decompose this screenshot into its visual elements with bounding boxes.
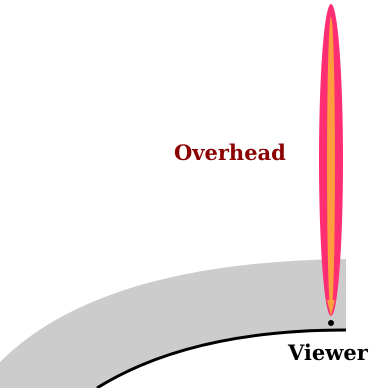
earth-surface-curve — [96, 328, 347, 388]
atmosphere-band — [0, 259, 346, 388]
viewer-point — [328, 320, 334, 326]
overhead-beam — [319, 4, 343, 316]
overhead-label: Overhead — [174, 140, 286, 165]
beam-inner — [327, 17, 335, 313]
beam-arrow-tip — [327, 300, 335, 316]
viewer-label: Viewer — [287, 340, 369, 365]
